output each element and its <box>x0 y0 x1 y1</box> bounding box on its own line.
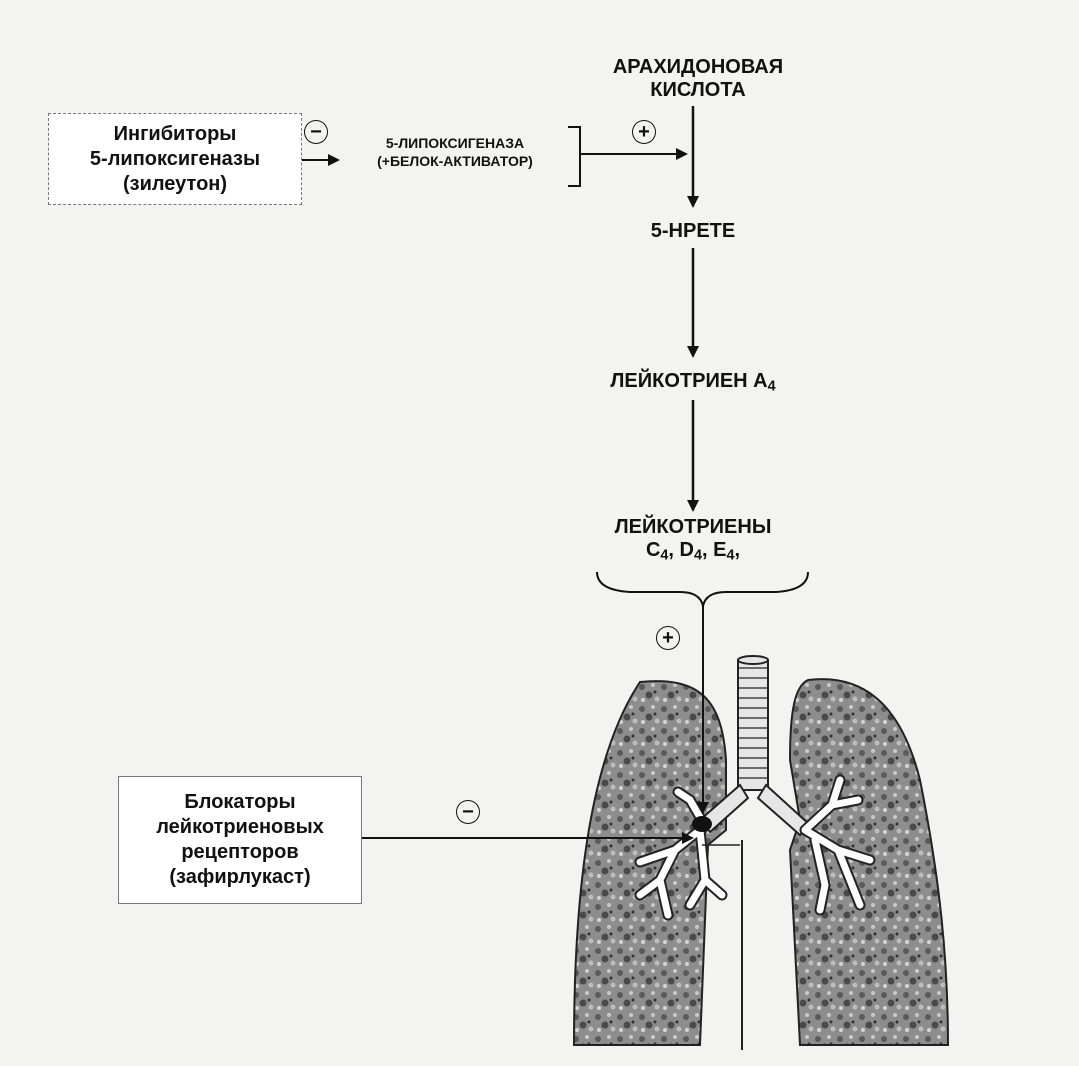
left-main-bronchus <box>756 783 812 837</box>
blocker-line-3: рецепторов <box>181 841 299 863</box>
activate-lungs-sign: + <box>656 626 680 650</box>
arachidonic-line-1: АРАХИДОНОВАЯ <box>612 56 784 78</box>
lt-sep-3: , <box>734 539 741 561</box>
lt-sep-2: , <box>702 539 708 561</box>
inhibitor-line-3: (зилеутон) <box>122 172 228 195</box>
arachidonic-acid-label: АРАХИДОНОВАЯ КИСЛОТА <box>593 56 803 102</box>
lipoxygenase-inhibitor-box: Ингибиторы 5-липоксигеназы (зилеутон) <box>48 113 302 205</box>
arachidonic-line-2: КИСЛОТА <box>650 79 746 101</box>
inhibitor-line-1: Ингибиторы <box>113 122 237 145</box>
blocker-line-1: Блокаторы <box>184 791 296 813</box>
blocker-line-2: лейкотриеновых <box>156 816 324 838</box>
trachea <box>737 659 769 791</box>
blocker-line-4: (зафирлукаст) <box>169 866 311 888</box>
leukotriene-a4-label: ЛЕЙКОТРИЕН А4 <box>573 370 813 395</box>
leukotrienes-line-1: ЛЕЙКОТРИЕНЫ <box>614 516 772 538</box>
receptor-blocker-box: Блокаторы лейкотриеновых рецепторов (заф… <box>118 776 362 904</box>
lt-c-sub: 4 <box>660 547 669 564</box>
lt-d-sub: 4 <box>693 547 702 564</box>
lt-e-sub: 4 <box>726 547 735 564</box>
enzyme-line-1: 5-ЛИПОКСИГЕНАЗА <box>385 135 525 151</box>
leukotrienes-cde-label: ЛЕЙКОТРИЕНЫ C4, D4, E4, <box>583 516 803 564</box>
hpete-label: 5-НРЕТЕ <box>650 220 736 242</box>
activate-pathway-sign: + <box>632 120 656 144</box>
lt-c: C <box>645 539 661 561</box>
enzyme-line-2: (+БЕЛОК-АКТИВАТОР) <box>377 152 533 169</box>
leukotriene-brace <box>596 571 809 607</box>
right-main-bronchus <box>698 783 750 834</box>
receptor-site <box>692 816 712 832</box>
inhibit-enzyme-sign: − <box>304 120 328 144</box>
lt-sep-1: , <box>668 539 674 561</box>
lta4-sub: 4 <box>767 378 776 395</box>
inhibit-receptor-sign: − <box>456 800 480 824</box>
enzyme-label: 5-ЛИПОКСИГЕНАЗА (+БЕЛОК-АКТИВАТОР) <box>345 135 565 170</box>
leukotrienes-line-2: C4, D4, E4, <box>583 539 803 564</box>
lt-e: E <box>713 539 727 561</box>
lta4-text: ЛЕЙКОТРИЕН А <box>610 370 768 392</box>
inhibitor-line-2: 5-липоксигеназы <box>89 147 261 170</box>
lt-d: D <box>679 539 694 561</box>
